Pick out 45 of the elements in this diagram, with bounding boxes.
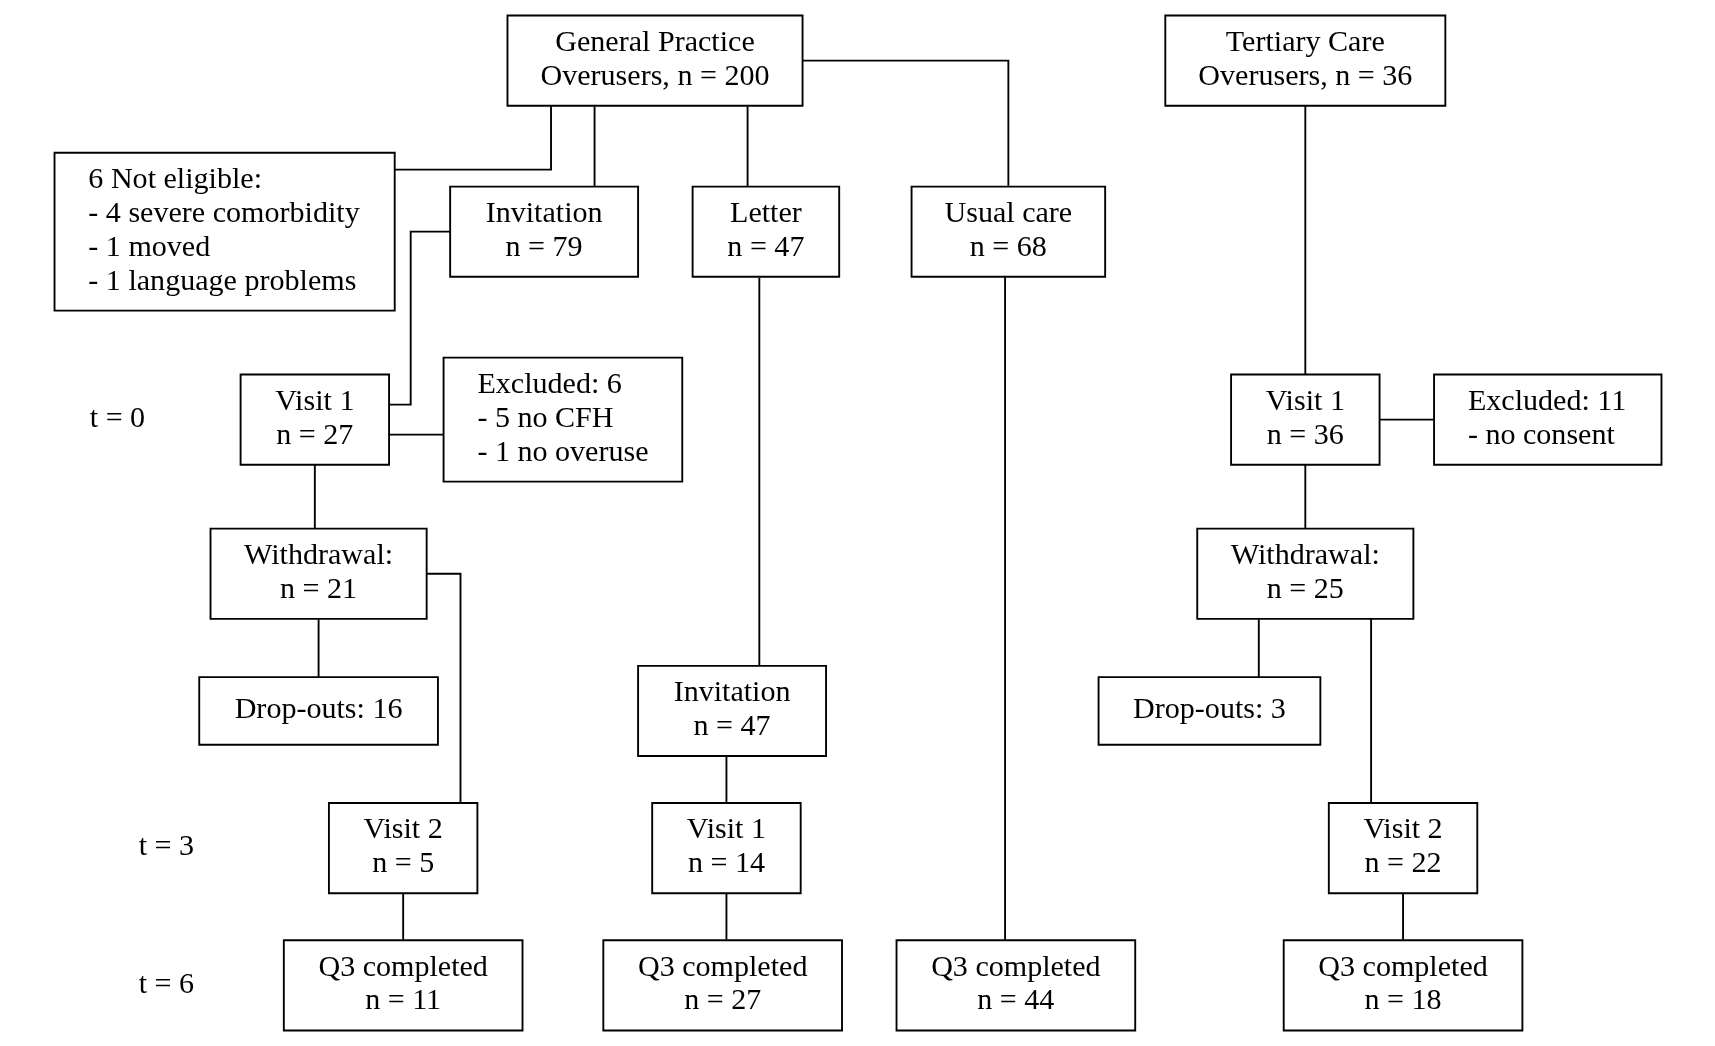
connector	[425, 572, 461, 804]
label: t = 6	[138, 965, 194, 1000]
node-box: Drop-outs: 3	[1097, 676, 1321, 746]
connector	[801, 59, 1009, 187]
connector	[387, 230, 451, 406]
connector	[1003, 276, 1006, 941]
connector	[725, 892, 727, 941]
connector	[1303, 105, 1306, 375]
label: t = 0	[89, 399, 145, 434]
node-box: 6 Not eligible: - 4 severe comorbidity - 1 moved - 1 language problems	[53, 151, 396, 312]
connector	[313, 464, 316, 530]
node-box: Visit 2 n = 22	[1327, 802, 1478, 895]
connector	[746, 105, 749, 188]
node-box: Usual care n = 68	[910, 185, 1106, 278]
node-box: Visit 1 n = 14	[650, 802, 802, 895]
node-box: Drop-outs: 16	[197, 676, 439, 746]
node-box: Tertiary Care Overusers, n = 36	[1163, 14, 1446, 107]
connector	[757, 276, 760, 667]
connector	[593, 105, 595, 188]
connector	[1303, 464, 1306, 530]
connector	[1369, 618, 1372, 804]
node-box: Q3 completed n = 18	[1282, 939, 1523, 1032]
node-box: Letter n = 47	[691, 185, 840, 278]
node-box: Q3 completed n = 44	[895, 939, 1136, 1032]
node-box: Visit 2 n = 5	[327, 802, 478, 895]
node-box: Q3 completed n = 27	[601, 939, 843, 1032]
connector	[387, 433, 444, 436]
node-box: Withdrawal: n = 21	[209, 527, 428, 620]
node-box: Visit 1 n = 27	[239, 373, 390, 466]
node-box: Invitation n = 79	[448, 185, 639, 278]
node-box: Withdrawal: n = 25	[1195, 527, 1414, 620]
node-box: Q3 completed n = 11	[282, 939, 523, 1032]
connector	[393, 105, 552, 171]
node-box: General Practice Overusers, n = 200	[506, 14, 803, 107]
node-box: Invitation n = 47	[636, 664, 827, 757]
node-box: Excluded: 6 - 5 no CFH - 1 no overuse	[442, 356, 683, 483]
connector	[725, 755, 727, 804]
node-box: Excluded: 11 - no consent	[1432, 373, 1662, 466]
connector	[1401, 892, 1404, 941]
connector	[1378, 418, 1435, 421]
node-box: Visit 1 n = 36	[1229, 373, 1380, 466]
label: t = 3	[138, 828, 194, 863]
connector	[1257, 618, 1260, 678]
connector	[317, 618, 320, 678]
connector	[401, 892, 404, 941]
